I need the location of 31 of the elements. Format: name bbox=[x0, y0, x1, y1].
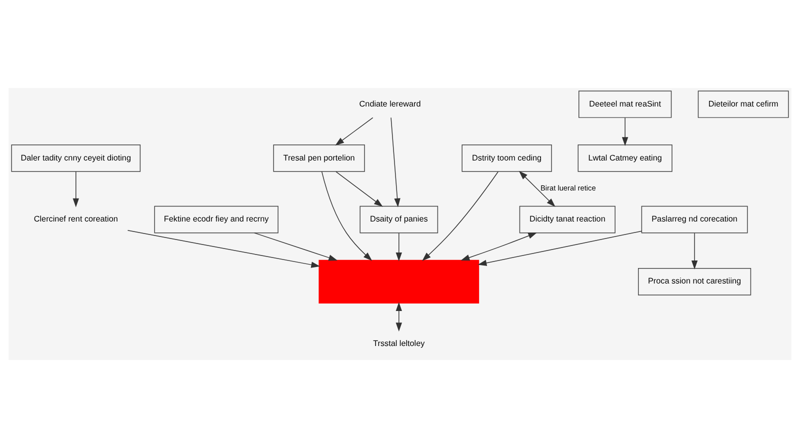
node-text: Trsstal leltoley bbox=[373, 338, 425, 348]
node-text: Clercinef rent coreation bbox=[34, 214, 118, 224]
node-text: Cndiate lereward bbox=[359, 99, 421, 108]
arrow bbox=[691, 232, 698, 270]
arrow bbox=[321, 171, 372, 261]
node-box: Lwtal Catmey eating bbox=[578, 144, 672, 172]
arrow bbox=[72, 171, 79, 208]
node-box: Fektine ecodr fiey and recrny bbox=[154, 206, 278, 234]
node-box: Dsaity of panies bbox=[360, 206, 438, 234]
arrow bbox=[127, 230, 320, 268]
node-box: Deeteel mat reaSint bbox=[578, 90, 672, 118]
arrow bbox=[335, 117, 374, 146]
arrow bbox=[396, 302, 402, 332]
arrow bbox=[390, 117, 400, 208]
arrow bbox=[460, 232, 538, 261]
node-box: Dicidty tanat reaction bbox=[519, 206, 616, 234]
arrow bbox=[396, 232, 402, 262]
node-box: Proca ssion not carestiing bbox=[638, 268, 752, 296]
node-box bbox=[318, 260, 480, 304]
arrow bbox=[422, 171, 498, 261]
arrow bbox=[478, 230, 642, 266]
arrow bbox=[254, 232, 338, 261]
arrow bbox=[336, 171, 383, 207]
arrow bbox=[622, 117, 628, 146]
node-box: Daler tadity cnny ceyeit dioting bbox=[11, 144, 141, 172]
arrow bbox=[518, 170, 556, 207]
edge-label: Birat lueral retice bbox=[540, 184, 596, 193]
node-box: Dstrity toom ceding bbox=[462, 144, 552, 172]
node-box: Paslarreg nd corecation bbox=[641, 206, 748, 234]
node-box: Dieteilor mat cefirm bbox=[698, 90, 789, 118]
node-box: Tresal pen portelion bbox=[273, 144, 365, 172]
